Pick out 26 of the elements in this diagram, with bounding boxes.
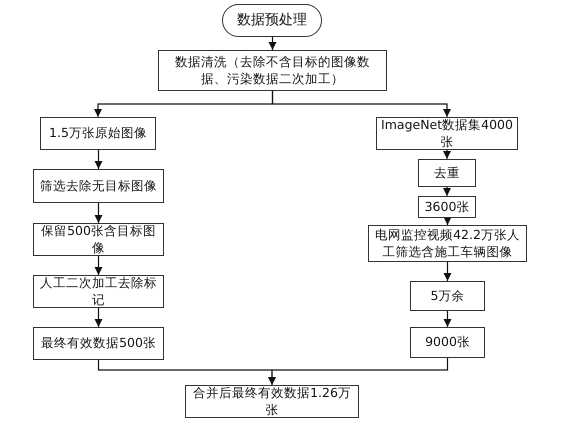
process-box: ImageNet数据集4000张	[376, 117, 518, 150]
arrow	[94, 308, 102, 327]
arrow	[272, 91, 451, 117]
process-box: 人工二次加工去除标记	[33, 275, 164, 308]
process-box: 9000张	[410, 327, 485, 358]
arrow	[443, 150, 451, 159]
arrow	[444, 262, 452, 281]
process-box: 电网监控视频42.2万张人工筛选含施工车辆图像	[368, 225, 527, 262]
process-box: 数据清洗（去除不含目标的图像数据、污染数据二次加工）	[158, 50, 387, 91]
process-box: 去重	[418, 159, 476, 187]
process-box: 保留500张含目标图像	[33, 223, 164, 256]
process-box: 5万余	[410, 281, 485, 311]
arrow	[94, 256, 102, 275]
process-box: 合并后最终有效数据1.26万张	[185, 385, 359, 418]
process-box: 筛选去除无目标图像	[33, 169, 164, 203]
arrow	[94, 203, 102, 223]
arrow	[443, 187, 451, 196]
arrow	[94, 150, 102, 169]
start-terminal: 数据预处理	[222, 4, 322, 37]
process-box: 1.5万张原始图像	[40, 117, 156, 150]
arrow	[444, 217, 452, 225]
process-box: 最终有效数据500张	[33, 327, 164, 360]
process-box: 3600张	[418, 196, 476, 218]
arrow	[268, 358, 448, 385]
arrow	[268, 37, 276, 50]
arrow	[444, 311, 452, 327]
